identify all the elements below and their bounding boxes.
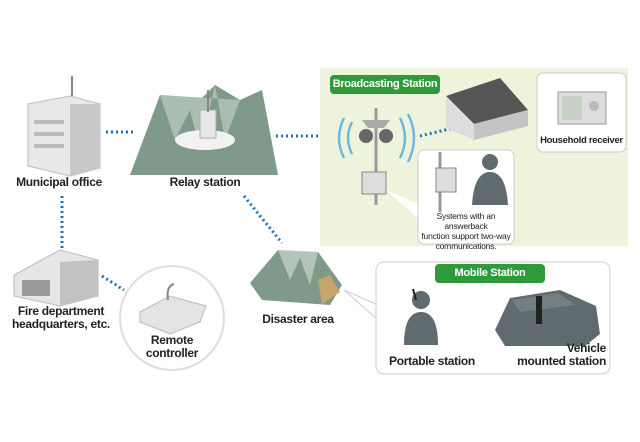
relay-station-label: Relay station bbox=[169, 175, 241, 189]
vehicle-station-line2: mounted station bbox=[517, 354, 606, 368]
mobile-station-badge: Mobile Station bbox=[435, 264, 545, 283]
fire-department-label: Fire department headquarters, etc. bbox=[2, 305, 120, 331]
fire-department-line2: headquarters, etc. bbox=[12, 317, 110, 331]
fire-department-line1: Fire department bbox=[17, 304, 105, 318]
broadcasting-station-badge: Broadcasting Station bbox=[330, 75, 440, 94]
portable-station-label: Portable station bbox=[389, 354, 475, 368]
house-icon bbox=[446, 78, 528, 140]
household-receiver-label: Household receiver bbox=[540, 135, 623, 146]
remote-controller-line2: controller bbox=[145, 346, 199, 360]
link-relay-disaster bbox=[242, 195, 284, 244]
link-fire-remote bbox=[101, 274, 125, 292]
municipal-office-label: Municipal office bbox=[16, 175, 102, 189]
vehicle-station-label: Vehicle mounted station bbox=[500, 342, 606, 368]
answerback-line2: function support two-way bbox=[421, 231, 511, 241]
vehicle-icon bbox=[495, 290, 600, 346]
disaster-area-label: Disaster area bbox=[262, 312, 334, 326]
portable-station-person-icon bbox=[404, 288, 438, 345]
fire-department-icon bbox=[13, 249, 99, 307]
answerback-line1: Systems with an answerback bbox=[436, 211, 496, 231]
remote-controller-line1: Remote bbox=[150, 333, 194, 347]
municipal-office-icon bbox=[27, 76, 101, 177]
radio-waves-icon bbox=[337, 113, 416, 163]
disaster-mountain-icon bbox=[250, 250, 342, 305]
remote-controller-label: Remote controller bbox=[132, 334, 212, 360]
broadcast-tower-icon bbox=[359, 108, 393, 205]
vehicle-station-line1: Vehicle bbox=[566, 341, 607, 355]
remote-controller-icon bbox=[139, 283, 207, 335]
answerback-caption: Systems with an answerback function supp… bbox=[418, 211, 514, 251]
answerback-line3: communications. bbox=[435, 241, 497, 251]
relay-mountain-icon bbox=[130, 85, 278, 175]
radio-receiver-icon bbox=[557, 91, 607, 125]
connection-lines bbox=[60, 123, 467, 292]
operator-icon bbox=[435, 152, 508, 212]
